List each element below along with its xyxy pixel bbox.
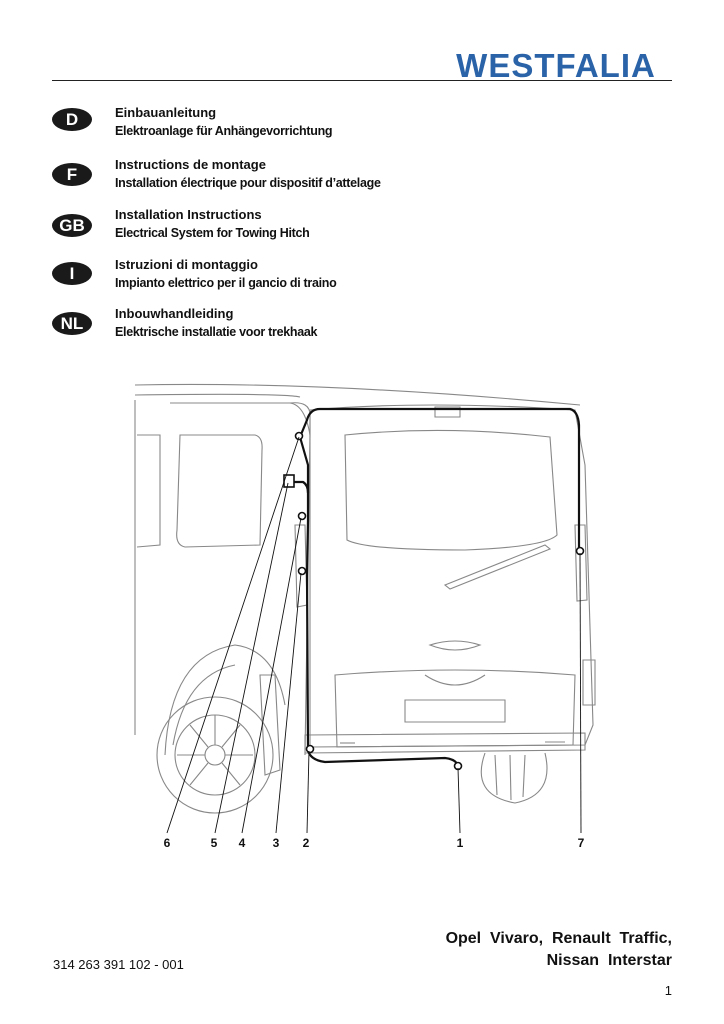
- callout-7: 7: [578, 836, 585, 850]
- page-number: 1: [664, 983, 672, 998]
- lang-subtitle-nl: Elektrische installatie voor trekhaak: [115, 325, 318, 339]
- callout-1: 1: [457, 836, 464, 850]
- callout-6: 6: [164, 836, 171, 850]
- callout-5: 5: [211, 836, 218, 850]
- part-number: 314 263 391 102 - 001: [53, 957, 184, 972]
- callout-2: 2: [303, 836, 310, 850]
- lang-badge-d: D: [52, 108, 92, 131]
- lang-title-i: Istruzioni di montaggio: [115, 257, 258, 272]
- lang-block-i: Istruzioni di montaggio Impianto elettri…: [115, 256, 337, 292]
- lang-title-gb: Installation Instructions: [115, 207, 262, 222]
- lang-subtitle-d: Elektroanlage für Anhängevorrichtung: [115, 124, 333, 138]
- lang-title-nl: Inbouwhandleiding: [115, 306, 234, 321]
- vehicle-models-line1: Opel Vivaro, Renault Traffic,: [445, 930, 672, 947]
- lang-block-nl: Inbouwhandleiding Elektrische installati…: [115, 305, 318, 341]
- lang-badge-nl: NL: [52, 312, 92, 335]
- lang-badge-gb: GB: [52, 214, 92, 237]
- lang-subtitle-f: Installation électrique pour dispositif …: [115, 176, 381, 190]
- lang-block-d: Einbauanleitung Elektroanlage für Anhäng…: [115, 104, 333, 140]
- connector-points: [283, 431, 585, 771]
- vehicle-models: Opel Vivaro, Renault Traffic, Nissan Int…: [446, 928, 672, 972]
- lang-subtitle-i: Impianto elettrico per il gancio di trai…: [115, 276, 337, 290]
- lang-badge-i: I: [52, 262, 92, 285]
- lang-title-f: Instructions de montage: [115, 157, 266, 172]
- vehicle-models-line2: Nissan Interstar: [546, 952, 672, 969]
- header-rule: [52, 80, 672, 81]
- westfalia-logo: WESTFALIA: [456, 49, 656, 81]
- lang-badge-f: F: [52, 163, 92, 186]
- brand-name: WESTFALIA: [456, 49, 656, 81]
- lang-subtitle-gb: Electrical System for Towing Hitch: [115, 226, 310, 240]
- lang-block-gb: Installation Instructions Electrical Sys…: [115, 206, 310, 242]
- van-wiring-diagram: 6 5 4 3 2 1 7: [134, 383, 596, 850]
- lang-block-f: Instructions de montage Installation éle…: [115, 156, 381, 192]
- callout-4: 4: [239, 836, 246, 850]
- lang-title-d: Einbauanleitung: [115, 105, 217, 120]
- callout-3: 3: [273, 836, 280, 850]
